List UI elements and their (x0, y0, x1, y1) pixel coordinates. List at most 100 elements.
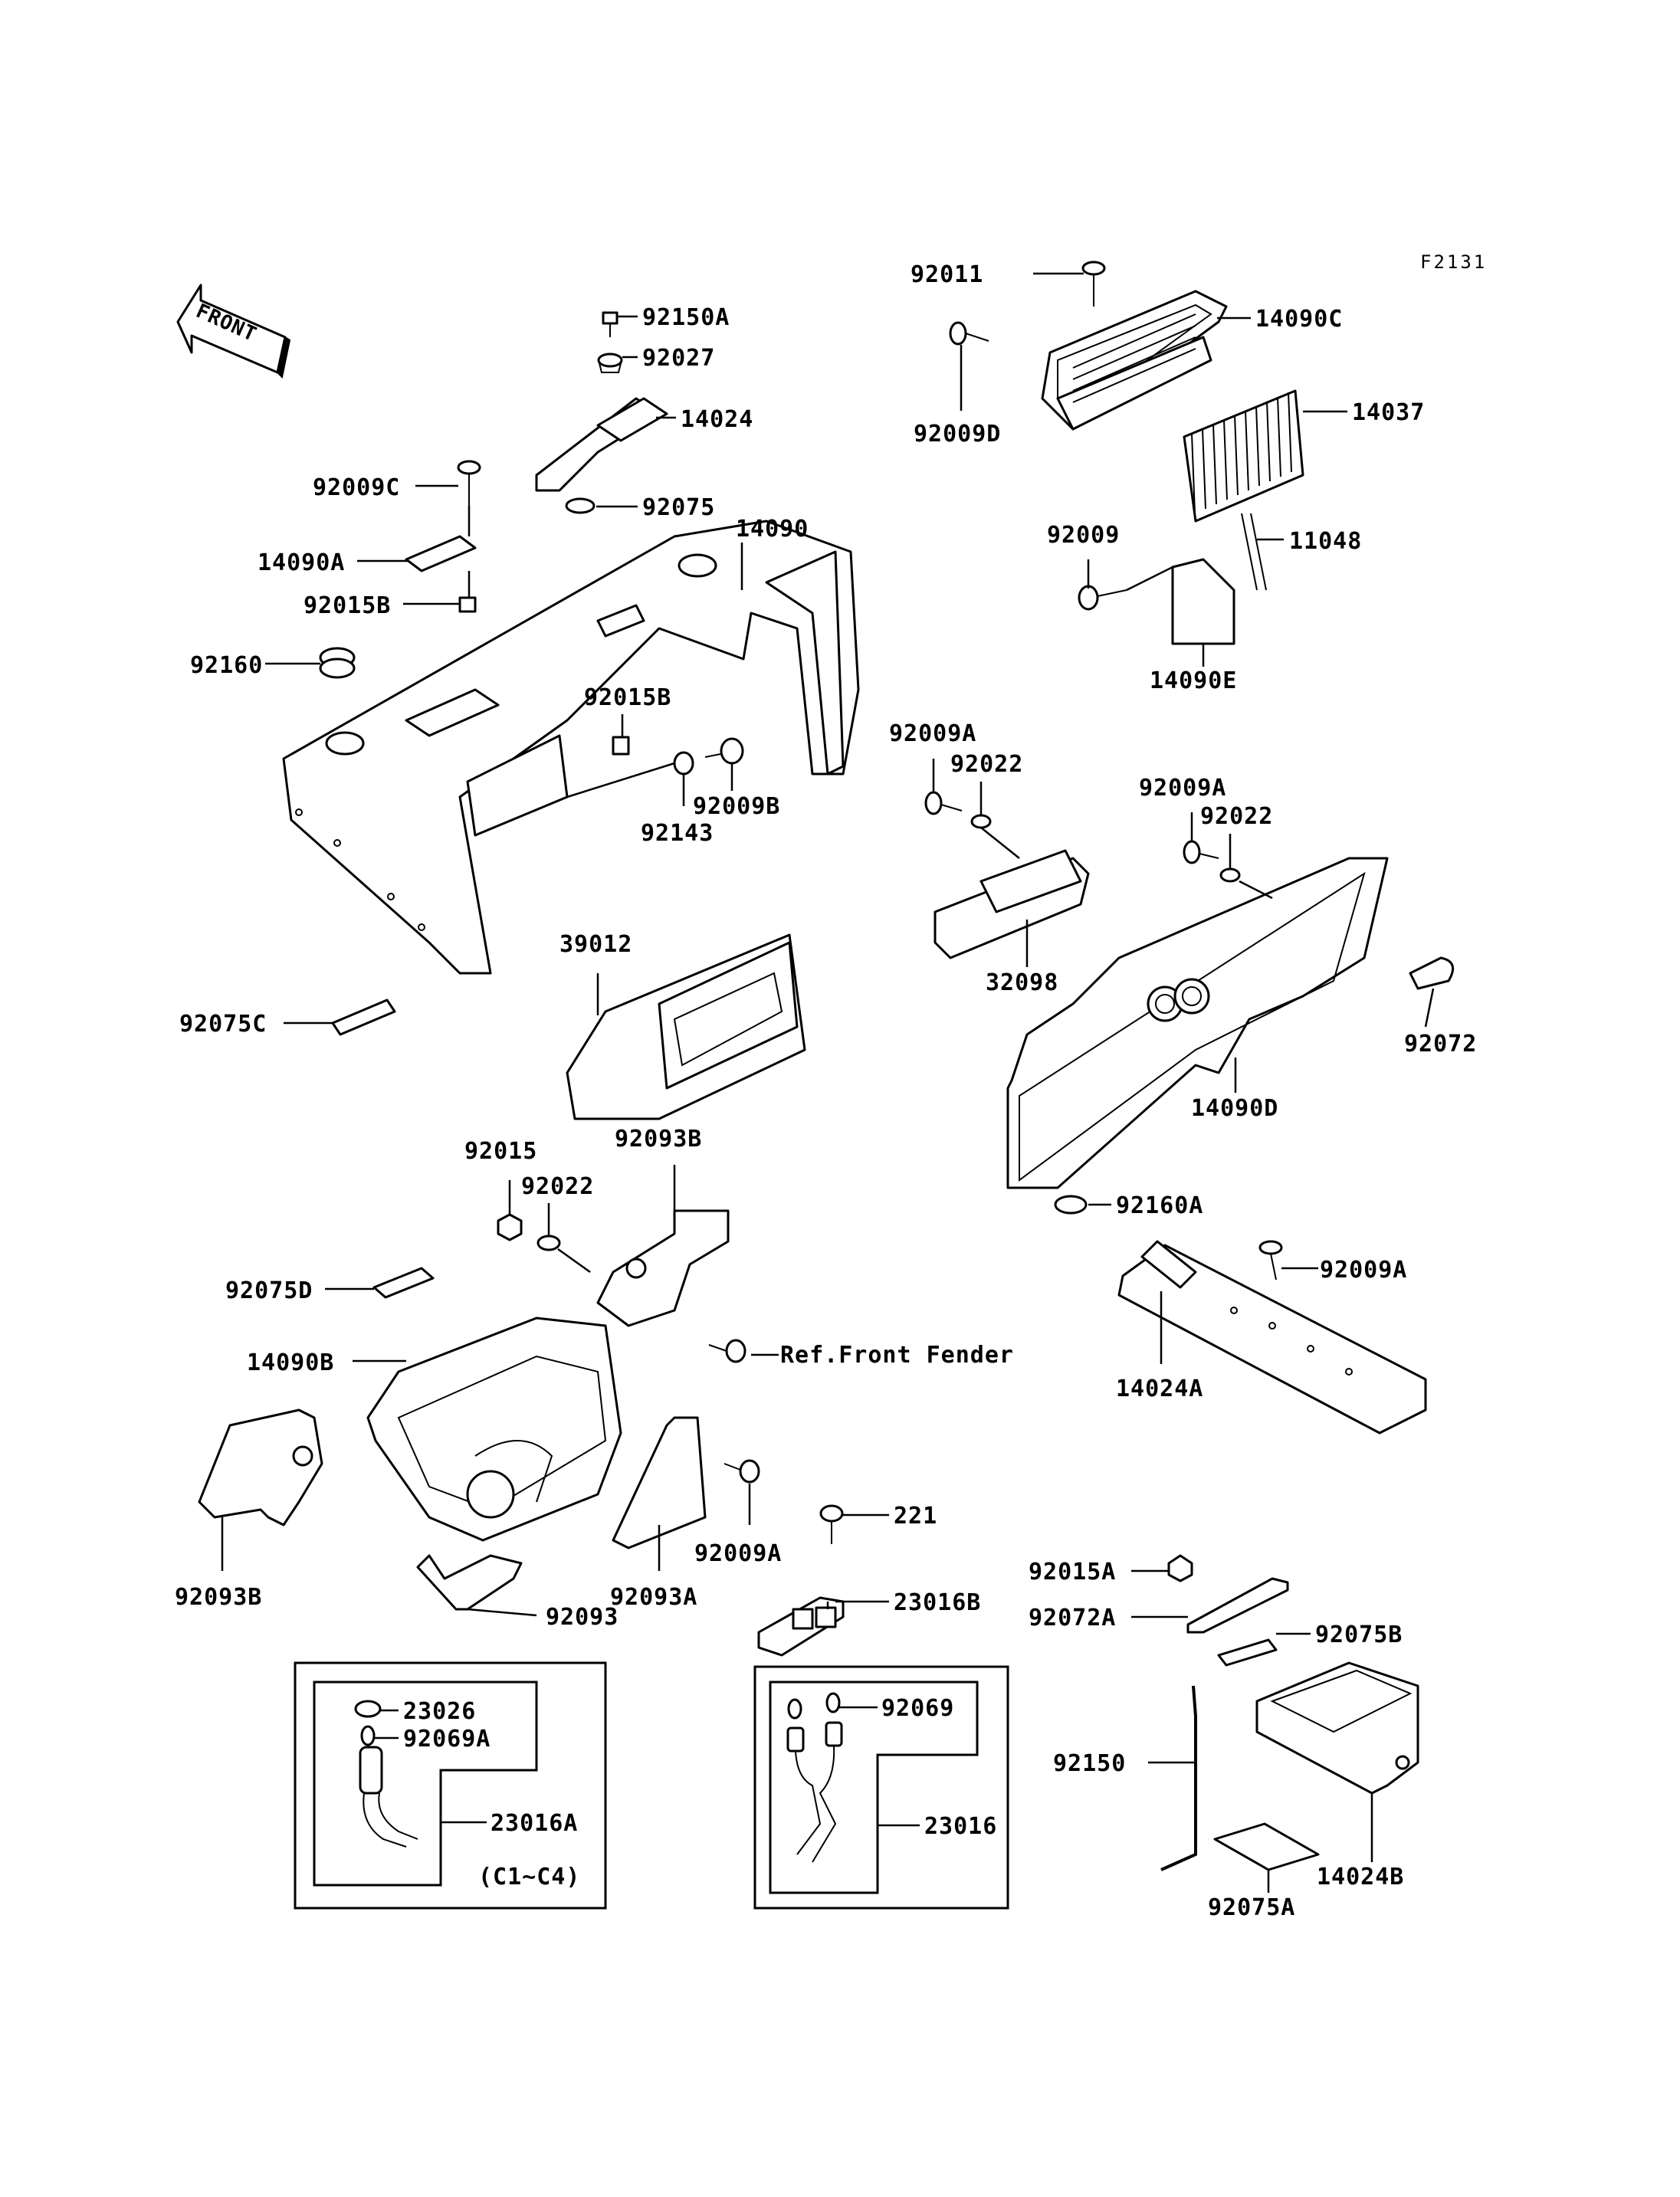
box-23016a-group (294, 1661, 607, 1910)
bolt-ref-front-fender (708, 1339, 746, 1363)
label-14090a: 14090A (258, 549, 345, 576)
collar-92143 (673, 751, 694, 776)
label-92075d: 92075D (225, 1277, 313, 1304)
label-92015a: 92015A (1029, 1559, 1116, 1585)
bracket-92093b-2 (198, 1408, 323, 1526)
tray-14090d (1006, 857, 1389, 1189)
bracket-92093a (612, 1416, 707, 1549)
label-14090d: 14090D (1191, 1095, 1278, 1122)
label-32098: 32098 (986, 969, 1058, 996)
label-92072: 92072 (1404, 1031, 1477, 1058)
bolt-92009a-2 (1183, 840, 1219, 864)
label-23016b: 23016B (894, 1589, 981, 1616)
label-14090: 14090 (736, 516, 809, 543)
pad-92075a (1213, 1822, 1320, 1871)
label-ref-front-fender: Ref.Front Fender (780, 1342, 1014, 1369)
regulator-fin (1191, 433, 1196, 514)
box-14090b (366, 1317, 622, 1542)
nut-92015b (458, 596, 477, 613)
label-92160a: 92160A (1116, 1192, 1203, 1219)
regulator-fin (1223, 419, 1228, 500)
bolt-92009a-1 (924, 791, 963, 815)
label-92009d: 92009D (914, 421, 1001, 448)
rod-92150 (1160, 1685, 1197, 1871)
label-92009b: 92009B (693, 793, 780, 820)
leader-lines (221, 272, 1435, 1893)
label-23026: 23026 (403, 1698, 476, 1725)
meter-case-14090c (1041, 290, 1228, 431)
plate-14024a (1117, 1240, 1427, 1435)
label-92150: 92150 (1053, 1750, 1126, 1777)
label-92093b-2: 92093B (175, 1584, 262, 1611)
pad-92075d (372, 1267, 435, 1299)
label-92069: 92069 (881, 1695, 954, 1722)
label-92009a-3: 92009A (1320, 1257, 1407, 1284)
part-labels: 92011 14090C 92009D 14037 92009 11048 14… (175, 261, 1477, 1921)
label-14037: 14037 (1352, 399, 1425, 426)
label-14090b: 14090B (247, 1349, 334, 1376)
label-92093b-1: 92093B (615, 1126, 702, 1153)
bolt-92009a-3 (1258, 1240, 1283, 1280)
washer-92022-2 (1219, 867, 1241, 883)
pad-92075c (331, 998, 396, 1036)
grommet-92160a (1054, 1195, 1088, 1215)
label-14024a: 14024A (1116, 1376, 1203, 1402)
label-92150a: 92150A (642, 304, 730, 331)
cover-14090 (282, 520, 860, 975)
regulator-fin (1288, 392, 1292, 473)
label-92075c: 92075C (179, 1011, 267, 1038)
regulator-fin (1277, 396, 1281, 477)
label-39012: 39012 (559, 931, 632, 958)
clamp-92072 (1409, 956, 1455, 990)
bracket-14024 (535, 397, 668, 492)
label-92075b: 92075B (1315, 1622, 1403, 1648)
label-221: 221 (894, 1503, 937, 1530)
front-arrow-icon: FRONT (176, 284, 291, 379)
regulator-fin (1202, 428, 1206, 510)
label-c1-c4: (C1~C4) (478, 1864, 580, 1890)
collar-92027 (597, 353, 623, 373)
label-92009a-4: 92009A (694, 1540, 782, 1567)
nut-92015a (1167, 1554, 1193, 1582)
label-14090c: 14090C (1255, 306, 1343, 333)
relay-32098 (934, 849, 1090, 959)
label-92093a: 92093A (610, 1584, 697, 1611)
label-92093: 92093 (546, 1604, 619, 1631)
label-23016a: 23016A (491, 1810, 578, 1837)
label-92015b-1: 92015B (304, 592, 391, 619)
grommet-92160 (319, 647, 356, 679)
bolt-92009d (949, 321, 989, 346)
duct-39012 (566, 933, 806, 1120)
label-11048: 11048 (1289, 528, 1362, 555)
label-92143: 92143 (641, 820, 714, 847)
bolt-92150a (602, 311, 619, 337)
label-14090e: 14090E (1150, 667, 1237, 694)
box-23016-group (753, 1665, 1009, 1910)
switch-23016b (757, 1596, 845, 1657)
label-92022-1: 92022 (950, 751, 1023, 778)
label-92027: 92027 (642, 345, 715, 372)
case-14024b (1255, 1661, 1419, 1795)
plate-14090a (405, 535, 477, 572)
label-92009c: 92009C (313, 474, 400, 501)
regulator-fin (1212, 424, 1217, 505)
label-92009: 92009 (1047, 522, 1120, 549)
nut-92015 (497, 1213, 523, 1241)
strap-92072a (1186, 1577, 1289, 1634)
regulator-fin (1266, 401, 1271, 482)
bolt-92009 (1078, 585, 1127, 611)
label-14024: 14024 (681, 406, 753, 433)
label-92069a: 92069A (403, 1726, 491, 1753)
screw-221 (819, 1504, 844, 1544)
label-92015b-2: 92015B (584, 684, 671, 711)
figure-code: F2131 (1420, 251, 1487, 273)
label-92009a-1: 92009A (889, 720, 976, 747)
regulator-fin (1234, 415, 1239, 496)
regulator-fin (1245, 410, 1249, 491)
bolt-92009b (704, 737, 744, 765)
washer-92022-3 (536, 1235, 561, 1251)
label-92022-2: 92022 (1200, 803, 1273, 830)
bolt-92009a-4 (724, 1459, 760, 1484)
regulator-fin (1255, 405, 1260, 487)
